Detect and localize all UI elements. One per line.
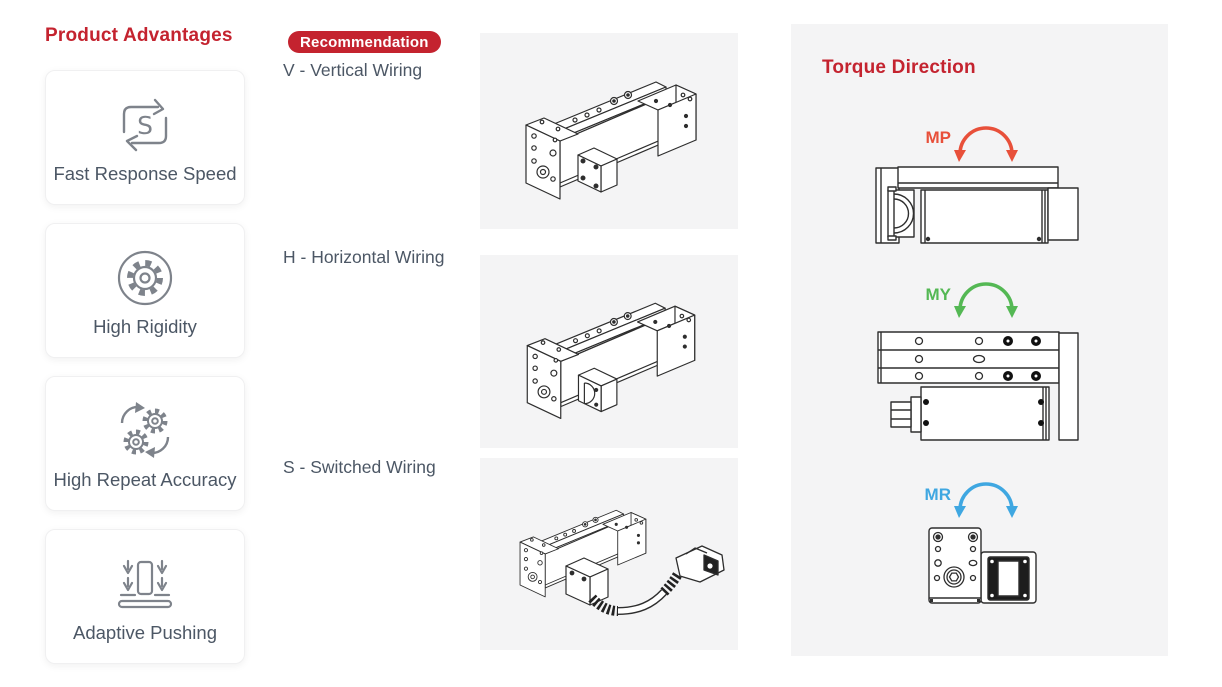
adaptive-push-icon <box>111 554 179 614</box>
torque-mr-label: MR <box>924 485 951 504</box>
advantage-label: Fast Response Speed <box>53 162 237 184</box>
my-top-view-drawing <box>877 331 1079 441</box>
mp-rotation-arrow-icon <box>954 126 1018 162</box>
torque-my-label: MY <box>925 285 952 304</box>
wiring-option-horizontal-label: H - Horizontal Wiring <box>283 247 445 267</box>
advantage-card-repeat-accuracy: High Repeat Accuracy <box>45 376 245 511</box>
torque-mp-label: MP <box>925 128 952 147</box>
torque-direction-panel: Torque Direction MP <box>791 24 1168 656</box>
advantage-label: High Repeat Accuracy <box>53 468 237 490</box>
gear-circle-icon <box>111 248 179 308</box>
horizontal-wiring-actuator-drawing <box>526 302 696 420</box>
svg-text:S: S <box>137 111 153 140</box>
wiring-option-switched-label: S - Switched Wiring <box>283 457 436 477</box>
switched-wiring-actuator-cable-drawing <box>519 509 725 616</box>
recommendation-badge: Recommendation <box>288 31 441 53</box>
vertical-wiring-actuator-drawing <box>525 81 697 200</box>
advantage-card-fast-response: S Fast Response Speed <box>45 70 245 205</box>
wiring-option-vertical-label: V - Vertical Wiring <box>283 60 423 80</box>
advantage-label: Adaptive Pushing <box>73 621 217 643</box>
advantage-label: High Rigidity <box>93 315 197 337</box>
double-gear-icon <box>111 401 179 461</box>
mp-side-view-drawing <box>875 166 1079 244</box>
my-rotation-arrow-icon <box>954 282 1018 318</box>
advantages-title: Product Advantages <box>45 25 233 46</box>
advantage-card-adaptive-pushing: Adaptive Pushing <box>45 529 245 664</box>
switched-wiring-image <box>480 458 738 650</box>
torque-title: Torque Direction <box>822 57 976 78</box>
advantage-card-high-rigidity: High Rigidity <box>45 223 245 358</box>
sync-s-icon: S <box>111 95 179 155</box>
horizontal-wiring-image <box>480 255 738 448</box>
vertical-wiring-image <box>480 33 738 229</box>
mr-rotation-arrow-icon <box>954 482 1018 518</box>
mr-end-view-drawing <box>928 527 1037 604</box>
